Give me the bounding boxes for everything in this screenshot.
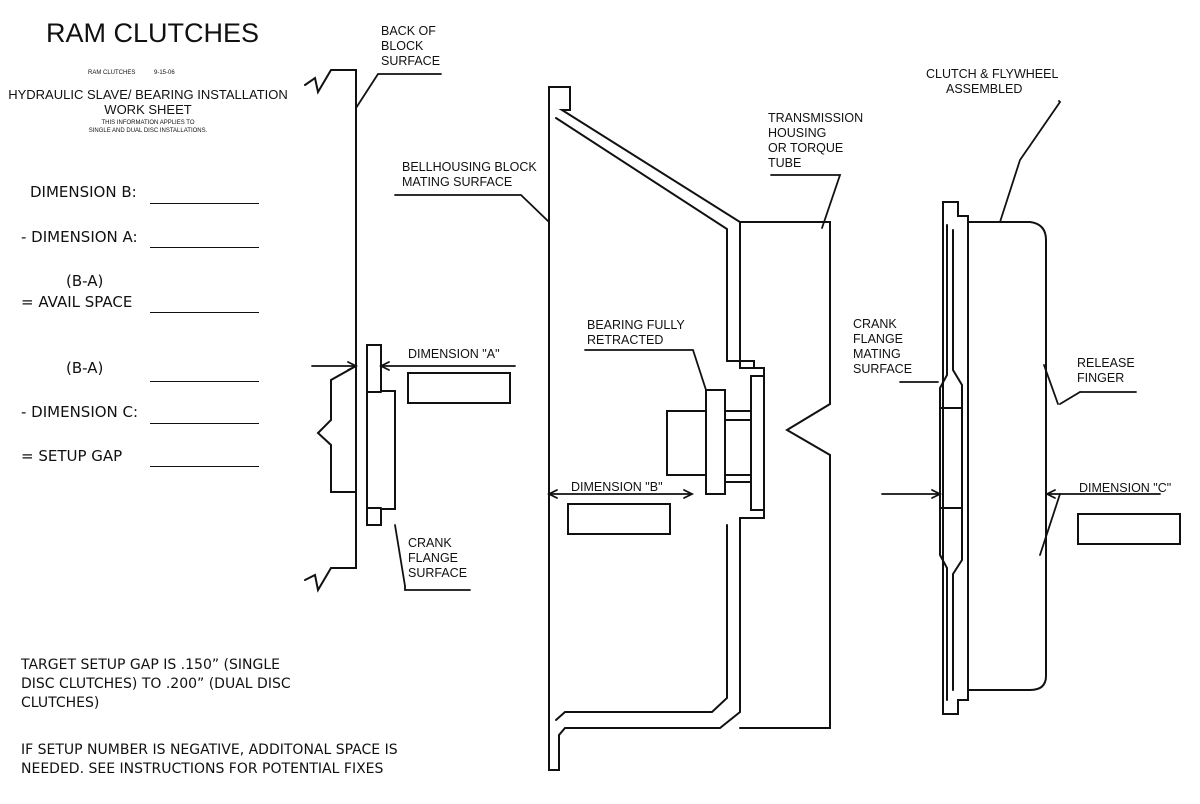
row-setup-gap-label: = SETUP GAP: [21, 447, 123, 465]
b-minus-a-blank: [150, 381, 259, 382]
note-negative-setup: IF SETUP NUMBER IS NEGATIVE, ADDITONAL S…: [21, 742, 398, 777]
label-dimension-b: DIMENSION "B": [571, 480, 663, 494]
row-dimension-b-label: DIMENSION B:: [30, 183, 137, 201]
revision-date: 9-15-06: [154, 70, 175, 76]
avail-space-blank: [150, 312, 259, 313]
label-crank-flange-surface: CRANK FLANGE SURFACE: [408, 536, 468, 580]
applies-line2: SINGLE AND DUAL DISC INSTALLATIONS.: [88, 128, 208, 134]
label-bellhousing-mating-surface: BELLHOUSING BLOCK MATING SURFACE: [402, 160, 537, 189]
row-dimension-a-label: - DIMENSION A:: [21, 228, 138, 246]
row-dimension-c-label: - DIMENSION C:: [21, 403, 139, 421]
dimension-boxes: [407, 372, 1181, 545]
row-avail-label-line2: = AVAIL SPACE: [21, 293, 133, 311]
page-title: RAM CLUTCHES: [46, 18, 260, 48]
note-target-setup-gap: TARGET SETUP GAP IS .150” (SINGLE DISC C…: [21, 657, 291, 711]
dimension-b-blank: [150, 203, 259, 204]
small-brand-text: RAM CLUTCHES: [88, 70, 136, 76]
label-crank-flange-mating-surface: CRANK FLANGE MATING SURFACE: [853, 317, 913, 376]
dimension-c-blank: [150, 423, 259, 424]
applies-line1: THIS INFORMATION APPLIES TO: [101, 120, 195, 126]
dimension-a-box: [407, 372, 511, 404]
label-clutch-flywheel-assembled: CLUTCH & FLYWHEEL ASSEMBLED: [926, 67, 1059, 96]
label-transmission-housing: TRANSMISSION HOUSING OR TORQUE TUBE: [768, 111, 864, 170]
worksheet-heading-line1: HYDRAULIC SLAVE/ BEARING INSTALLATION: [8, 87, 288, 102]
engine-block-section: [304, 69, 396, 593]
setup-gap-blank: [150, 466, 259, 467]
dimension-b-box: [567, 503, 671, 535]
row-b-minus-a-label: (B-A): [66, 359, 104, 377]
clutch-flywheel-section: [939, 201, 1047, 715]
dimension-c-box: [1077, 513, 1181, 545]
label-bearing-fully-retracted: BEARING FULLY RETRACTED: [587, 318, 685, 347]
label-dimension-c: DIMENSION "C": [1079, 481, 1172, 495]
dimension-a-blank: [150, 247, 259, 248]
leader-lines: [355, 73, 1161, 591]
label-back-of-block: BACK OF BLOCK SURFACE: [381, 24, 441, 68]
dimension-lines: [311, 361, 1061, 499]
worksheet-heading-line2: WORK SHEET: [104, 102, 192, 117]
label-release-finger: RELEASE FINGER: [1077, 356, 1135, 385]
bellhousing-section: [548, 86, 831, 771]
label-dimension-a: DIMENSION "A": [408, 347, 500, 361]
row-avail-label-line1: (B-A): [66, 272, 104, 290]
release-bearing-section: [666, 375, 765, 511]
